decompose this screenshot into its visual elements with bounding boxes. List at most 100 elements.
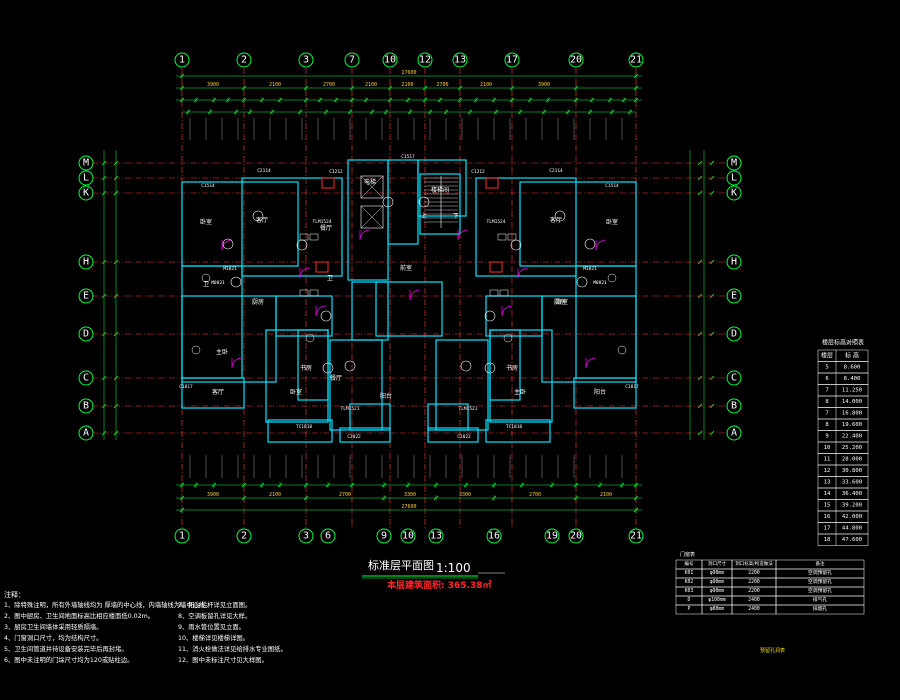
door-table-cell — [775, 604, 865, 615]
axis-bubble-right: A — [726, 425, 742, 441]
note-line: 6、图中未注明的门垛尺寸均为120或贴柱边。 — [4, 655, 133, 664]
bubble-label: 2 — [241, 55, 247, 66]
index-circle — [418, 196, 430, 208]
component-tag: TLM1521 — [459, 406, 478, 412]
component-tag: M0821 — [593, 280, 607, 286]
dim-label: 3300 — [404, 492, 416, 498]
dim-tick — [709, 403, 715, 409]
room-label: 下 — [453, 213, 459, 220]
bubble-label: 16 — [488, 531, 500, 542]
door-table-header: 洞口尺寸 — [708, 560, 726, 567]
bubble-label: E — [731, 291, 737, 302]
furniture — [489, 289, 499, 297]
index-circle — [344, 360, 356, 372]
bubble-circle — [78, 398, 94, 414]
index-circle — [484, 362, 496, 374]
room-label: 卧室 — [556, 298, 568, 306]
bubble-label: A — [731, 428, 737, 439]
bubble-label: 6 — [325, 531, 331, 542]
level-table-floor: 5 — [825, 364, 828, 370]
wall — [541, 295, 637, 383]
bubble-circle — [726, 185, 742, 201]
level-table-floor: 8 — [825, 399, 829, 405]
level-table-elevation: 16.800 — [842, 410, 862, 416]
index-circle — [230, 276, 242, 288]
dim-tick — [113, 259, 119, 265]
door-table-footer: 预留孔洞表 — [760, 647, 785, 654]
room-label: 上 — [421, 212, 427, 220]
axis-bubble-bottom: 3 — [298, 528, 314, 544]
note-line: 10、楼梯详见楼梯详图。 — [178, 633, 249, 642]
fixture — [305, 333, 315, 343]
bubble-circle — [417, 52, 433, 68]
bubble-label: 13 — [430, 531, 442, 542]
bubble-label: 21 — [630, 531, 642, 542]
dim-label: 2100 — [401, 82, 413, 88]
bubble-circle — [568, 528, 584, 544]
wall — [435, 339, 489, 431]
bubble-circle — [236, 528, 252, 544]
wall — [387, 159, 419, 245]
elevator-box — [360, 175, 384, 199]
component-tag: M0821 — [211, 280, 225, 286]
dim-label: 2100 — [365, 82, 377, 88]
axis-bubble-bottom: 1 — [174, 528, 190, 544]
dim-tick — [113, 175, 119, 181]
furniture — [497, 233, 507, 241]
index-circle — [460, 360, 472, 372]
bubble-circle — [376, 528, 392, 544]
dim-tick — [697, 160, 703, 166]
wall — [267, 419, 333, 443]
dim-label: 3900 — [538, 82, 550, 88]
elevator-cross — [360, 175, 384, 199]
level-table-floor: 7 — [825, 387, 828, 393]
level-table-floor: 7 — [825, 410, 828, 416]
bubble-circle — [726, 398, 742, 414]
dim-tick — [101, 375, 107, 381]
fixture — [191, 345, 201, 355]
component-tag: C2022 — [457, 434, 471, 440]
wall — [351, 281, 389, 341]
axis-bubble-top: 21 — [628, 52, 644, 68]
furniture — [299, 289, 309, 297]
axis-bubble-top: 7 — [344, 52, 360, 68]
component-tag: C2114 — [549, 168, 563, 174]
axis-bubble-left: B — [78, 398, 94, 414]
wall — [181, 295, 277, 383]
room-label: 前室 — [400, 264, 412, 272]
component-tag: C1817 — [179, 384, 193, 390]
axis-bubble-bottom: 19 — [544, 528, 560, 544]
level-table-elevation: 14.000 — [842, 399, 862, 405]
dim-tick — [709, 293, 715, 299]
axis-bubble-bottom: 2 — [236, 528, 252, 544]
level-table-elevation: 30.800 — [842, 468, 862, 474]
floor-area: 本层建筑面积: 365.38㎡ — [387, 579, 491, 591]
axis-bubble-right: B — [726, 398, 742, 414]
level-table-floor: 11 — [824, 456, 831, 462]
dim-tick — [101, 331, 107, 337]
dim-label: 2100 — [269, 492, 281, 498]
wall — [485, 419, 551, 443]
note-line: 9、雨水管位置见立面。 — [178, 622, 245, 631]
bubble-circle — [544, 528, 560, 544]
wall — [329, 339, 383, 431]
level-table-floor: 16 — [824, 514, 831, 520]
level-table-row — [817, 533, 869, 546]
wall — [485, 295, 543, 337]
dim-label: 2700 — [529, 492, 541, 498]
component-tag: C1514 — [605, 183, 619, 189]
note-line: 12、图中未标注尺寸见大样图。 — [178, 655, 268, 664]
bubble-circle — [78, 254, 94, 270]
axis-bubble-bottom: 20 — [568, 528, 584, 544]
axis-bubble-bottom: 6 — [320, 528, 336, 544]
dim-tick — [709, 331, 715, 337]
index-circle — [584, 238, 596, 250]
dim-tick — [709, 375, 715, 381]
level-table-elevation: 8.600 — [844, 364, 861, 370]
dim-tick — [697, 190, 703, 196]
door-table-value: φ100mm — [708, 597, 725, 603]
notes-heading: 注释： — [4, 590, 25, 599]
